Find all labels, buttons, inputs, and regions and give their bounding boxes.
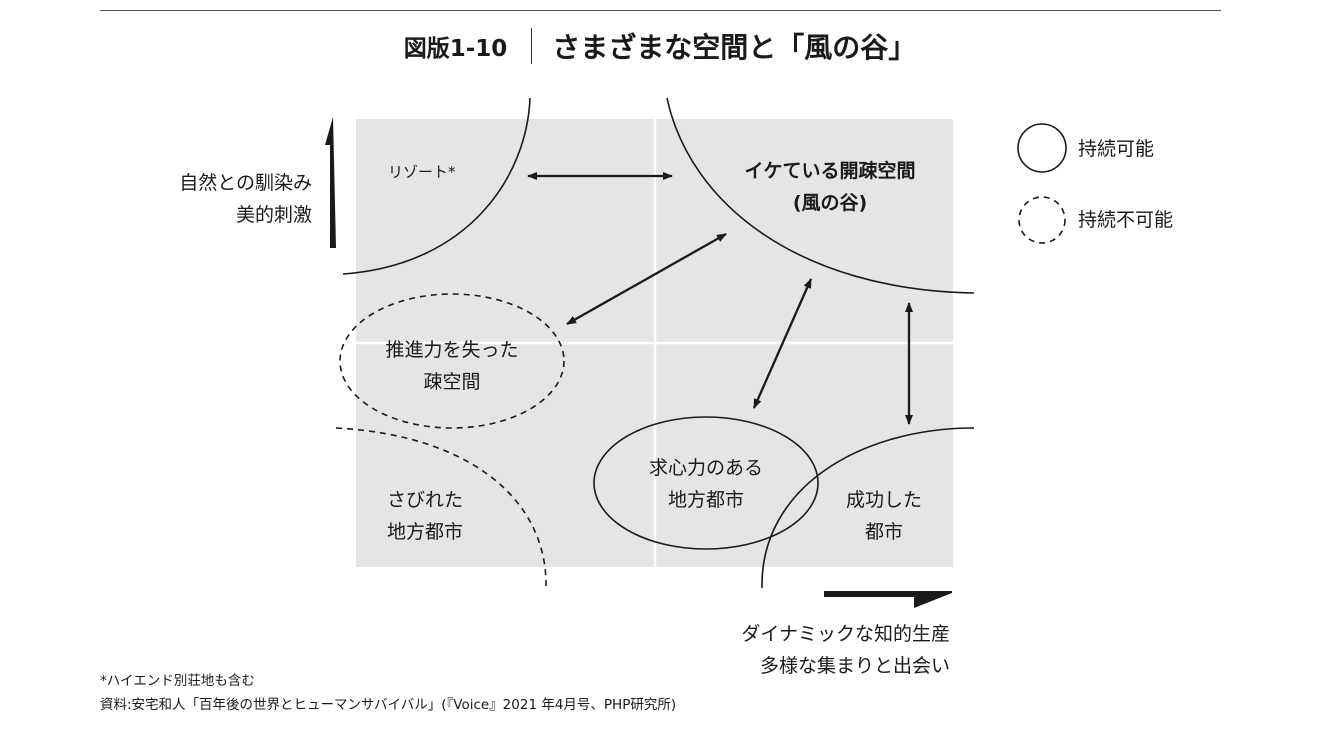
- kaze-no-tani-label-line-1: イケている開疎空間: [744, 160, 916, 182]
- y-axis-label: 自然との馴染み 美的刺激: [179, 167, 312, 231]
- y-axis-arrow: [325, 117, 336, 248]
- x-axis-label-line-2: 多様な集まりと出会い: [759, 655, 950, 677]
- successful-city-label-line-1: 成功した: [845, 489, 922, 511]
- lost-momentum-ellipse: [339, 293, 565, 429]
- x-axis-label: ダイナミックな知的生産 多様な集まりと出会い: [741, 618, 950, 682]
- declining-city-label-line-1: さびれた: [386, 489, 463, 511]
- attractive-to-kaze-arrow: [752, 278, 813, 409]
- declining-city-boundary: [335, 427, 547, 589]
- figure-title: 図版1-10 さまざまな空間と「風の谷」: [0, 26, 1320, 66]
- kaze-no-tani-label: イケている開疎空間 (風の谷): [720, 155, 940, 219]
- attractive-city-ellipse: [593, 416, 819, 550]
- attractive-city-label: 求心力のある 地方都市: [616, 452, 796, 516]
- legend-solid-circle-icon: [1017, 123, 1067, 173]
- declining-city-label: さびれた 地方都市: [365, 484, 485, 548]
- resort-boundary: [342, 97, 531, 275]
- lost-momentum-label-line-2: 疎空間: [423, 371, 481, 393]
- successful-city-label-line-2: 都市: [864, 521, 903, 543]
- legend-sustainable-label: 持続可能: [1078, 138, 1155, 160]
- x-axis-arrow: [824, 591, 952, 608]
- legend-dashed-circle-icon: [1018, 196, 1066, 244]
- figure-title-text: さまざまな空間と「風の谷」: [552, 31, 917, 64]
- top-rule: [100, 10, 1221, 11]
- y-axis-label-line-2: 美的刺激: [235, 204, 312, 226]
- title-separator: [531, 28, 533, 64]
- lost-momentum-label-line-1: 推進力を失った: [385, 339, 519, 361]
- x-axis-label-line-1: ダイナミックな知的生産: [741, 623, 950, 645]
- footnote-source: 資料:安宅和人「百年後の世界とヒューマンサバイバル」(『Voice』2021 年…: [100, 697, 677, 713]
- resort-label: リゾート*: [388, 163, 456, 181]
- successful-city-label: 成功した 都市: [824, 484, 944, 548]
- declining-city-label-line-2: 地方都市: [386, 521, 463, 543]
- kaze-no-tani-boundary: [666, 97, 975, 294]
- y-axis-label-line-1: 自然との馴染み: [179, 172, 312, 194]
- attractive-city-label-line-1: 求心力のある: [648, 457, 763, 479]
- legend-unsustainable-label: 持続不可能: [1078, 209, 1174, 231]
- lost-momentum-label: 推進力を失った 疎空間: [362, 334, 542, 398]
- kaze-no-tani-label-line-2: (風の谷): [792, 192, 868, 214]
- successful-city-boundary: [761, 427, 975, 589]
- footnote-note: *ハイエンド別荘地も含む: [100, 673, 255, 689]
- lost-to-kaze-arrow: [566, 232, 727, 326]
- figure-number: 図版1-10: [403, 36, 508, 62]
- attractive-city-label-line-2: 地方都市: [667, 489, 744, 511]
